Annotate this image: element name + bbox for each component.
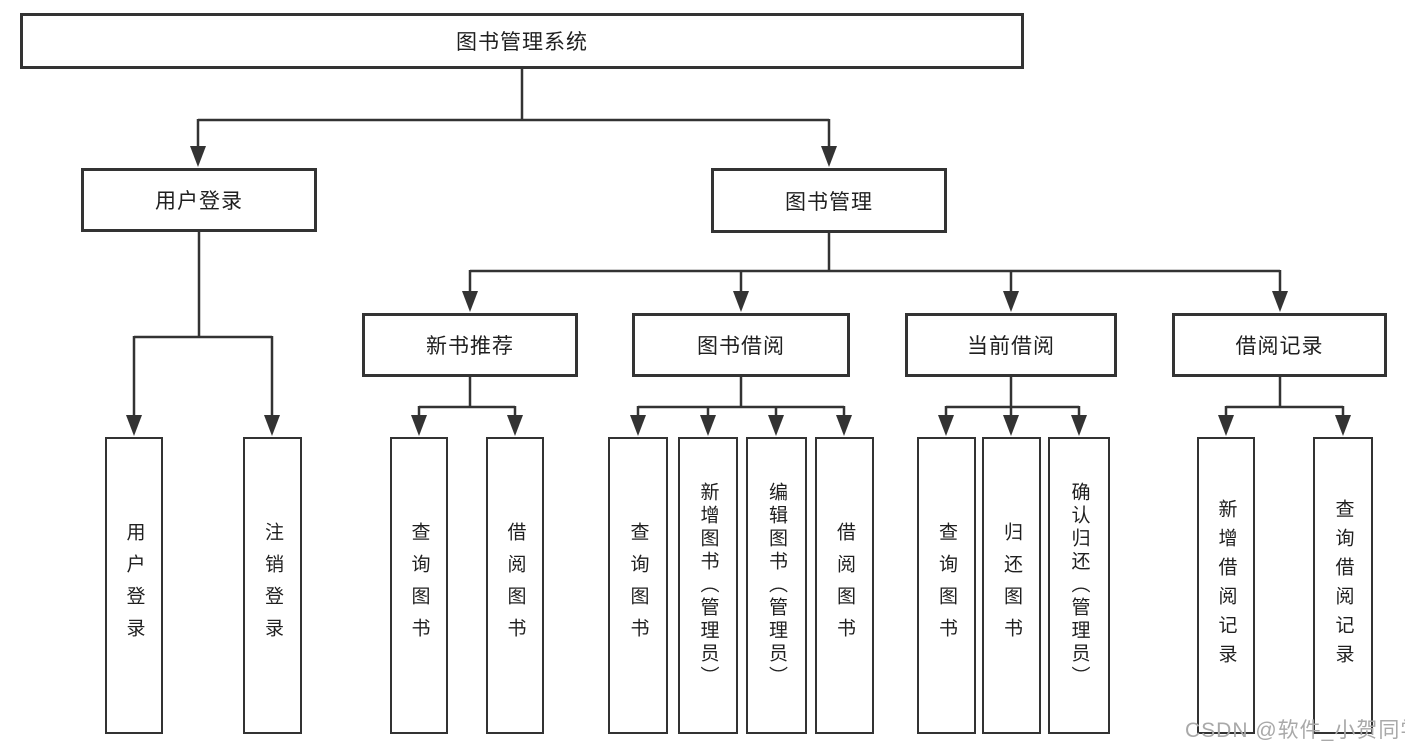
node-label: 新增图书（管理员）: [697, 482, 719, 689]
node-leaf-query-borrow-record: 查询借阅记录: [1313, 437, 1373, 734]
node-label: 用户登录: [155, 190, 243, 213]
node-label: 注销登录: [262, 521, 283, 650]
node-label: 当前借阅: [967, 335, 1055, 358]
node-label: 查询图书: [408, 521, 430, 650]
node-leaf-return-books: 归还图书: [982, 437, 1041, 734]
node-label: 新增借阅记录: [1215, 498, 1237, 673]
node-label: 借阅图书: [504, 521, 526, 650]
node-label: 图书管理: [785, 190, 873, 214]
node-label: 图书管理系统: [456, 31, 588, 54]
node-leaf-edit-books-admin: 编辑图书（管理员）: [746, 437, 807, 734]
node-label: 借阅记录: [1235, 335, 1324, 358]
node-leaf-query-books-recommend: 查询图书: [390, 437, 448, 734]
node-user-login: 用户登录: [81, 168, 317, 232]
node-leaf-confirm-return-admin: 确认归还（管理员）: [1048, 437, 1110, 734]
node-book-borrowing: 图书借阅: [632, 313, 850, 377]
node-label: 用户登录: [123, 521, 145, 650]
node-borrow-records: 借阅记录: [1172, 313, 1387, 377]
node-leaf-borrow-books: 借阅图书: [815, 437, 874, 734]
node-label: 确认归还（管理员）: [1068, 482, 1090, 689]
node-library-management-system: 图书管理系统: [20, 13, 1024, 69]
node-leaf-borrow-books-recommend: 借阅图书: [486, 437, 544, 734]
node-leaf-user-login: 用户登录: [105, 437, 163, 734]
node-leaf-add-borrow-record: 新增借阅记录: [1197, 437, 1255, 734]
node-current-borrowing: 当前借阅: [905, 313, 1117, 377]
node-label: 归还图书: [1001, 521, 1022, 650]
node-label: 查询图书: [936, 521, 957, 650]
node-label: 图书借阅: [697, 335, 785, 358]
node-leaf-add-books-admin: 新增图书（管理员）: [678, 437, 738, 734]
node-label: 新书推荐: [426, 335, 514, 358]
node-leaf-query-books-borrowing: 查询图书: [608, 437, 668, 734]
csdn-watermark: CSDN @软件_小贺同学: [1185, 719, 1405, 742]
node-label: 查询借阅记录: [1332, 498, 1354, 673]
node-label: 借阅图书: [834, 521, 855, 650]
node-leaf-logout: 注销登录: [243, 437, 302, 734]
node-book-management: 图书管理: [711, 168, 947, 233]
node-label: 编辑图书（管理员）: [766, 482, 787, 689]
node-new-book-recommend: 新书推荐: [362, 313, 578, 377]
node-label: 查询图书: [627, 521, 649, 650]
node-leaf-query-books-current: 查询图书: [917, 437, 976, 734]
